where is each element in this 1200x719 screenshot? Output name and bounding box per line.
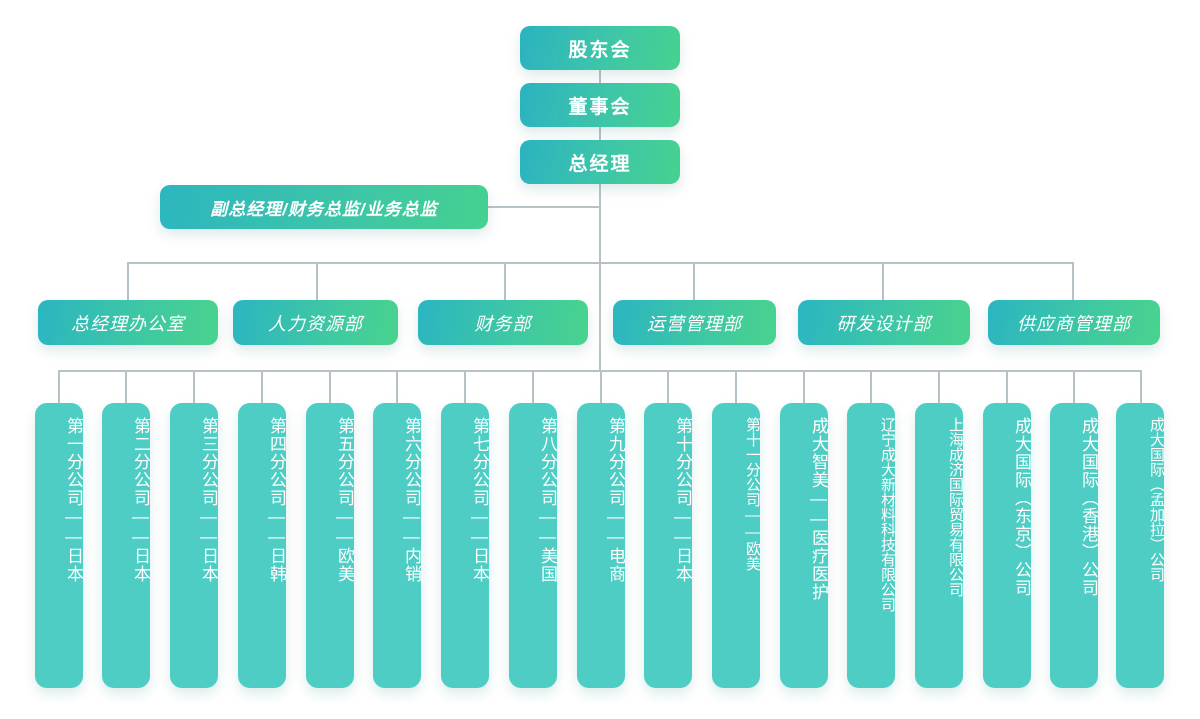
node-label: 董事会 [568, 96, 632, 118]
node-branch-5[interactable]: 第五分公司——欧美 [306, 403, 354, 688]
connector-branch-drop-17 [1140, 370, 1142, 404]
node-branch-4[interactable]: 第四分公司——日韩 [238, 403, 286, 688]
connector-branch-drop-14 [938, 370, 940, 404]
connector-spine-main [599, 184, 601, 371]
connector-dept-drop-1 [127, 262, 129, 300]
node-branch-1[interactable]: 第一分公司——日本 [35, 403, 83, 688]
connector-branch-drop-15 [1006, 370, 1008, 404]
node-label: 成大国际（孟加拉）公司 [1148, 417, 1164, 582]
node-department-rnd-design[interactable]: 研发设计部 [798, 300, 970, 345]
node-label: 股东会 [568, 39, 632, 61]
node-label: 辽宁成大新材料科技有限公司 [879, 417, 895, 612]
connector-branch-drop-12 [803, 370, 805, 404]
connector-branch-drop-16 [1073, 370, 1075, 404]
connector-branch-drop-10 [667, 370, 669, 404]
connector-branch-drop-9 [600, 370, 602, 404]
node-shareholders-meeting[interactable]: 股东会 [520, 26, 680, 70]
node-label: 运营管理部 [647, 313, 742, 334]
node-label: 财务部 [474, 313, 532, 334]
node-branch-3[interactable]: 第三分公司——日本 [170, 403, 218, 688]
node-label: 成大国际（香港）公司 [1079, 417, 1098, 597]
node-label: 第七分公司——日本 [470, 417, 489, 583]
node-subsidiary-chengda-international-bangladesh[interactable]: 成大国际（孟加拉）公司 [1116, 403, 1164, 688]
node-general-manager[interactable]: 总经理 [520, 140, 680, 184]
connector-dept-drop-3 [504, 262, 506, 300]
node-label: 第十一分公司——欧美 [744, 417, 760, 571]
node-label: 副总经理/财务总监/业务总监 [210, 199, 438, 219]
node-label: 第二分公司——日本 [131, 417, 150, 583]
connector-branch-drop-1 [58, 370, 60, 404]
connector-branch-drop-3 [193, 370, 195, 404]
connector-branch-drop-8 [532, 370, 534, 404]
node-subsidiary-chengda-international-tokyo[interactable]: 成大国际（东京）公司 [983, 403, 1031, 688]
connector-branch-drop-13 [870, 370, 872, 404]
node-label: 第四分公司——日韩 [267, 417, 286, 583]
connector-dept-drop-6 [1072, 262, 1074, 300]
node-department-gm-office[interactable]: 总经理办公室 [38, 300, 218, 345]
connector-branch-drop-5 [329, 370, 331, 404]
node-department-finance[interactable]: 财务部 [418, 300, 588, 345]
node-label: 第三分公司——日本 [199, 417, 218, 583]
connector-branch-drop-2 [125, 370, 127, 404]
connector-dept-drop-5 [882, 262, 884, 300]
node-label: 上海成济国际贸易有限公司 [947, 417, 963, 597]
node-label: 第五分公司——欧美 [335, 417, 354, 583]
node-label: 成大智美——医疗医护 [809, 417, 828, 601]
node-department-supplier-management[interactable]: 供应商管理部 [988, 300, 1160, 345]
connector-dept-drop-2 [316, 262, 318, 300]
connector-deputy-stub [488, 206, 601, 208]
node-subsidiary-liaoning-chengda-new-materials[interactable]: 辽宁成大新材料科技有限公司 [847, 403, 895, 688]
node-branch-7[interactable]: 第七分公司——日本 [441, 403, 489, 688]
node-department-operations-management[interactable]: 运营管理部 [613, 300, 776, 345]
connector-branch-bar [58, 370, 1141, 372]
node-label: 成大国际（东京）公司 [1012, 417, 1031, 597]
node-subsidiary-chengda-zhimei[interactable]: 成大智美——医疗医护 [780, 403, 828, 688]
connector-branch-drop-7 [464, 370, 466, 404]
node-label: 人力资源部 [268, 313, 363, 334]
node-branch-11[interactable]: 第十一分公司——欧美 [712, 403, 760, 688]
connector-branch-drop-11 [735, 370, 737, 404]
connector-branch-drop-4 [261, 370, 263, 404]
connector-dept-bar [127, 262, 1073, 264]
node-branch-6[interactable]: 第六分公司——内销 [373, 403, 421, 688]
node-branch-2[interactable]: 第二分公司——日本 [102, 403, 150, 688]
node-label: 第十分公司——日本 [673, 417, 692, 583]
node-label: 总经理 [568, 153, 632, 175]
node-board-of-directors[interactable]: 董事会 [520, 83, 680, 127]
node-label: 研发设计部 [836, 313, 932, 334]
node-label: 第一分公司——日本 [64, 417, 83, 583]
node-deputy-gm-finance-business-director[interactable]: 副总经理/财务总监/业务总监 [160, 185, 488, 229]
node-label: 第八分公司——美国 [538, 417, 557, 583]
connector-spine-top2 [599, 127, 601, 140]
node-label: 第六分公司——内销 [402, 417, 421, 583]
connector-branch-drop-6 [396, 370, 398, 404]
node-label: 供应商管理部 [1017, 313, 1131, 334]
node-label: 总经理办公室 [71, 313, 185, 334]
node-subsidiary-shanghai-chengji-trade[interactable]: 上海成济国际贸易有限公司 [915, 403, 963, 688]
connector-spine-top1 [599, 70, 601, 83]
node-label: 第九分公司——电商 [606, 417, 625, 583]
node-branch-10[interactable]: 第十分公司——日本 [644, 403, 692, 688]
node-branch-8[interactable]: 第八分公司——美国 [509, 403, 557, 688]
node-branch-9[interactable]: 第九分公司——电商 [577, 403, 625, 688]
node-department-human-resources[interactable]: 人力资源部 [233, 300, 398, 345]
connector-dept-drop-4 [693, 262, 695, 300]
node-subsidiary-chengda-international-hongkong[interactable]: 成大国际（香港）公司 [1050, 403, 1098, 688]
